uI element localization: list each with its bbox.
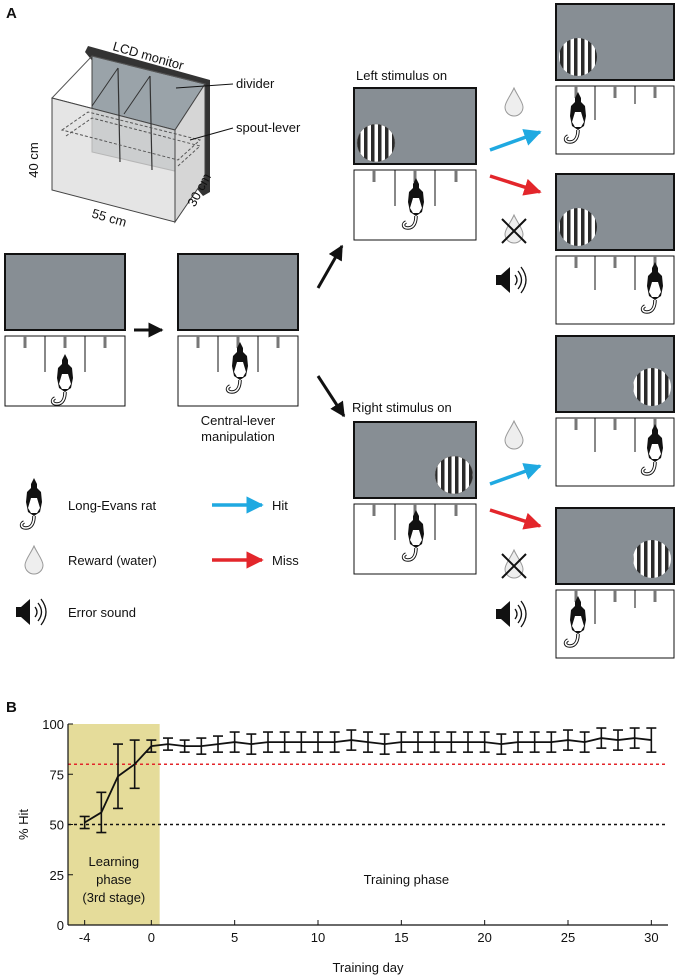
panel-b-letter: B	[6, 699, 17, 716]
hit-arrow	[489, 463, 542, 486]
x-axis-label: Training day	[332, 960, 404, 975]
x-tick-label: 10	[311, 930, 325, 945]
outcome-left-hit	[555, 3, 675, 155]
miss-arrow	[489, 174, 542, 196]
y-tick-label: 75	[50, 767, 64, 782]
divider-line	[91, 67, 119, 107]
x-tick-label: 25	[561, 930, 575, 945]
flow-arrow	[316, 244, 344, 289]
water-drop-icon	[504, 87, 524, 117]
height-label: 40 cm	[26, 142, 41, 177]
learning-phase-label: Learning	[89, 854, 140, 869]
grating-stimulus	[434, 455, 474, 495]
x-tick-label: 15	[394, 930, 408, 945]
panel-a-letter: A	[6, 5, 17, 22]
spout-lever-line	[65, 117, 202, 167]
grating-stimulus	[633, 368, 671, 406]
y-tick-label: 0	[57, 918, 64, 933]
legend-reward-label: Reward (water)	[68, 553, 157, 568]
right-stimulus-label: Right stimulus on	[352, 400, 452, 415]
apparatus-drawing	[51, 46, 234, 224]
training-phase-label: Training phase	[364, 872, 450, 887]
legend-hit-label: Hit	[272, 498, 288, 513]
divider-label: divider	[236, 76, 275, 91]
x-tick-label: -4	[79, 930, 91, 945]
grating-stimulus	[356, 123, 396, 163]
water-drop-icon	[504, 214, 524, 244]
scene-central	[177, 253, 299, 407]
rat-icon	[19, 476, 44, 530]
grating-stimulus	[559, 38, 597, 76]
outcome-left-miss	[555, 173, 675, 325]
central-lever-label: Central-lever	[201, 413, 276, 428]
grating-stimulus	[559, 208, 597, 246]
no-reward-icon	[501, 214, 527, 244]
divider-line	[117, 67, 121, 163]
reference-lines	[68, 763, 668, 826]
divider-line	[123, 75, 151, 115]
speaker-icon	[495, 600, 527, 628]
leader-line	[189, 127, 234, 141]
cross-icon	[501, 218, 527, 244]
miss-arrow	[489, 508, 542, 530]
cross-icon	[501, 553, 527, 579]
scene-right-stimulus	[353, 421, 477, 575]
hit-arrow	[489, 129, 542, 152]
x-tick-label: 20	[477, 930, 491, 945]
no-reward-icon	[501, 549, 527, 579]
x-tick-label: 0	[148, 930, 155, 945]
y-axis-label: % Hit	[16, 809, 31, 840]
box-front	[51, 97, 176, 223]
water-drop-icon	[504, 549, 524, 579]
legend-miss-label: Miss	[272, 553, 299, 568]
outcome-right-miss	[555, 507, 675, 659]
scene-left-stimulus	[353, 87, 477, 241]
flow-arrow	[316, 375, 346, 418]
width-label: 55 cm	[90, 206, 128, 230]
speaker-icon	[495, 266, 527, 294]
leader-line	[175, 83, 234, 89]
learning-phase-band	[68, 724, 160, 925]
learning-phase-label: phase	[96, 872, 131, 887]
water-drop-icon	[24, 545, 44, 575]
legend-error-label: Error sound	[68, 605, 136, 620]
legend-rat-label: Long-Evans rat	[68, 498, 157, 513]
legend: Long-Evans rat Reward (water) Error soun…	[15, 476, 299, 626]
x-tick-label: 30	[644, 930, 658, 945]
chart-axes: 0 25 50 75 100 -4 0 5 10 15 20 25 30	[42, 717, 668, 945]
y-tick-label: 50	[50, 818, 64, 833]
central-lever-label-2: manipulation	[201, 429, 275, 444]
y-tick-label: 100	[42, 717, 64, 732]
speaker-icon	[15, 598, 47, 626]
spout-lever-label: spout-lever	[236, 120, 301, 135]
grating-stimulus	[633, 540, 671, 578]
divider-line	[149, 75, 153, 171]
x-tick-label: 5	[231, 930, 238, 945]
spout-lever-line	[60, 111, 202, 161]
monitor-screen	[177, 253, 299, 331]
scene-initial	[4, 253, 126, 407]
monitor-screen	[4, 253, 126, 331]
water-drop-icon	[504, 420, 524, 450]
hit-series	[79, 727, 657, 834]
y-tick-label: 25	[50, 868, 64, 883]
left-stimulus-label: Left stimulus on	[356, 68, 447, 83]
learning-phase-label: (3rd stage)	[82, 890, 145, 905]
outcome-right-hit	[555, 335, 675, 487]
